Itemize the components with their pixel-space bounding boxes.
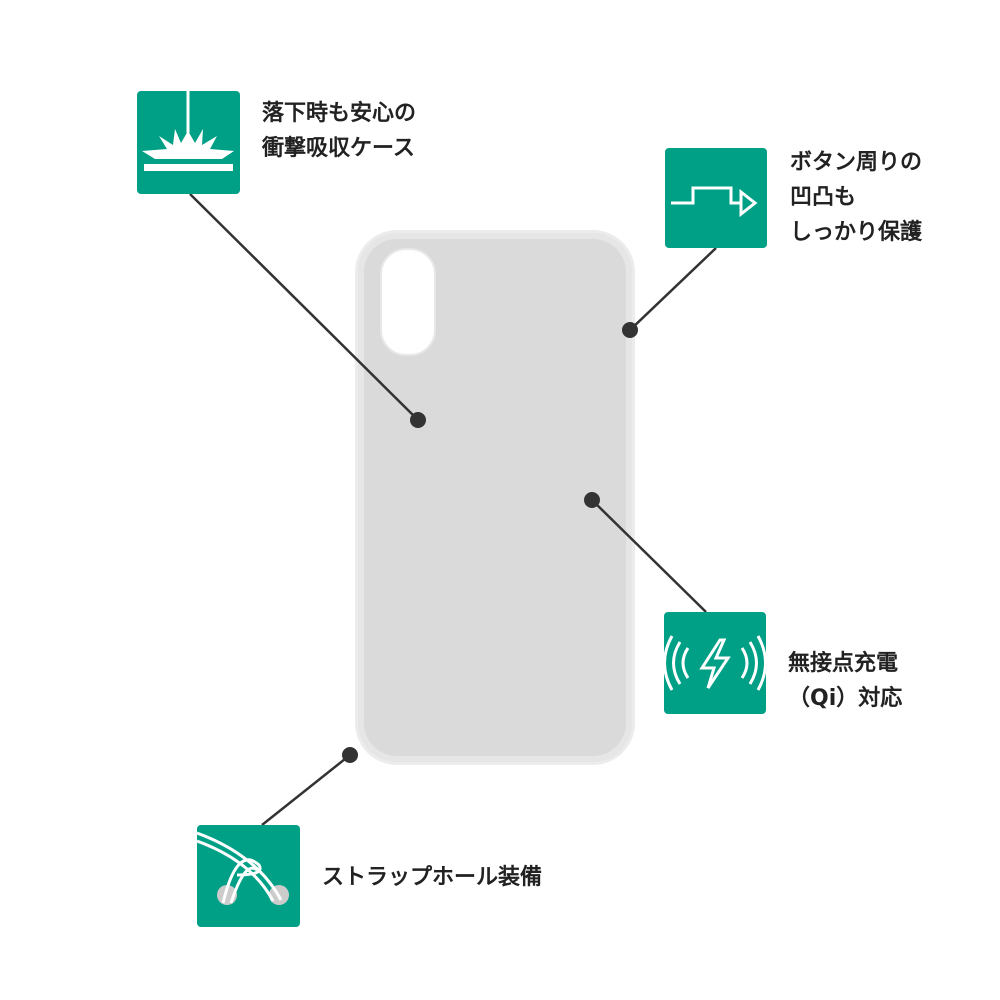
label-line: 落下時も安心の [262,101,417,126]
camera-cutout [380,248,436,356]
wireless-charging-icon [664,612,766,714]
feature-label-charging: 無接点充電 （Qi）対応 [788,646,902,716]
label-line: （Qi）対応 [788,686,903,711]
feature-label-strap: ストラップホール装備 [322,860,542,895]
label-line: 無接点充電 [788,651,899,676]
feature-label-impact: 落下時も安心の 衝撃吸収ケース [262,96,416,166]
label-line: しっかり保護 [790,220,923,245]
callout-dot-impact [410,412,426,428]
button-bump-icon [665,148,767,248]
callout-dot-charging [584,492,600,508]
label-line: 衝撃吸収ケース [262,136,415,161]
impact-icon [137,91,240,194]
feature-label-buttons: ボタン周りの 凹凸も しっかり保護 [790,145,922,250]
callout-line-impact [189,193,419,421]
label-line: 凹凸も [790,185,857,210]
callout-dot-strap [342,747,358,763]
callout-line-buttons [629,247,717,331]
label-line: ボタン周りの [790,150,923,175]
strap-hole-icon [197,825,300,927]
callout-line-charging [591,499,707,613]
callout-dot-buttons [622,322,638,338]
callout-line-strap [261,754,351,826]
label-line: ストラップホール装備 [322,865,543,890]
